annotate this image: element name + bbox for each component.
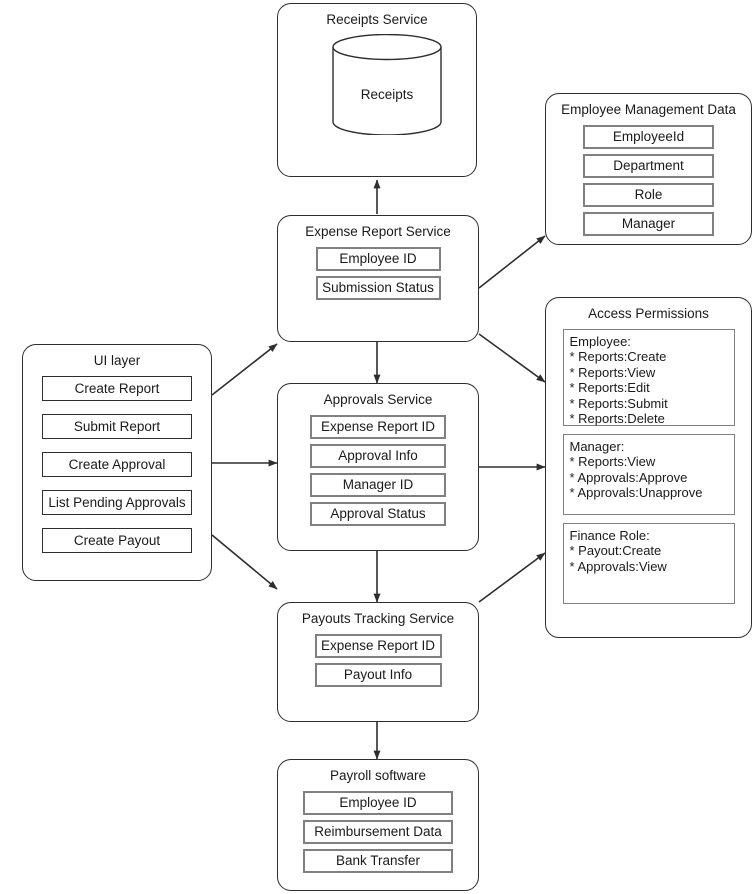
field-employee-id[interactable]: Employee ID xyxy=(315,246,441,271)
ui-layer-title: UI layer xyxy=(93,353,141,368)
employee-management-data-title: Employee Management Data xyxy=(561,102,736,117)
node-payouts-tracking-service[interactable]: Payouts Tracking Service Expense Report … xyxy=(277,602,479,722)
edge-payouts-to-access-permissions xyxy=(478,552,546,603)
field-manager-id[interactable]: Manager ID xyxy=(310,472,446,497)
node-payroll-software[interactable]: Payroll software Employee ID Reimburseme… xyxy=(277,759,479,891)
expense-report-service-fields: Employee ID Submission Status xyxy=(278,246,478,300)
payouts-tracking-service-title: Payouts Tracking Service xyxy=(301,611,455,626)
field-expense-report-id[interactable]: Expense Report ID xyxy=(314,633,442,658)
create-approval-button[interactable]: Create Approval xyxy=(42,451,192,477)
node-expense-report-service[interactable]: Expense Report Service Employee ID Submi… xyxy=(277,215,479,342)
create-payout-button[interactable]: Create Payout xyxy=(42,527,192,553)
field-approval-info[interactable]: Approval Info xyxy=(310,443,446,468)
create-report-button[interactable]: Create Report xyxy=(42,375,192,401)
permission-group-employee[interactable]: Employee: * Reports:Create * Reports:Vie… xyxy=(562,328,735,426)
field-employee-id[interactable]: Employee ID xyxy=(303,790,453,815)
field-payout-info[interactable]: Payout Info xyxy=(314,662,442,687)
receipts-database-icon: Receipts xyxy=(332,33,442,136)
edge-ui-layer-to-payouts xyxy=(211,534,278,590)
field-submission-status[interactable]: Submission Status xyxy=(315,275,441,300)
field-employee-id[interactable]: EmployeeId xyxy=(583,124,714,149)
field-manager[interactable]: Manager xyxy=(583,211,714,236)
node-employee-management-data[interactable]: Employee Management Data EmployeeId Depa… xyxy=(545,93,752,245)
approvals-service-title: Approvals Service xyxy=(323,392,433,407)
field-role[interactable]: Role xyxy=(583,182,714,207)
field-expense-report-id[interactable]: Expense Report ID xyxy=(310,414,446,439)
edge-ui-layer-to-expense-report xyxy=(211,343,278,396)
ui-layer-buttons: Create Report Submit Report Create Appro… xyxy=(23,375,211,553)
permission-group-finance-role[interactable]: Finance Role: * Payout:Create * Approval… xyxy=(562,522,735,604)
edge-expense-report-to-access-permissions xyxy=(478,333,546,383)
field-bank-transfer[interactable]: Bank Transfer xyxy=(303,848,453,873)
node-approvals-service[interactable]: Approvals Service Expense Report ID Appr… xyxy=(277,383,479,551)
field-department[interactable]: Department xyxy=(583,153,714,178)
node-ui-layer[interactable]: UI layer Create Report Submit Report Cre… xyxy=(22,344,212,581)
expense-report-service-title: Expense Report Service xyxy=(305,224,451,239)
receipts-database-label: Receipts xyxy=(360,87,414,102)
access-permissions-groups: Employee: * Reports:Create * Reports:Vie… xyxy=(546,328,751,604)
node-access-permissions[interactable]: Access Permissions Employee: * Reports:C… xyxy=(545,297,752,638)
edge-expense-report-to-employee-data xyxy=(478,235,546,289)
node-receipts-service[interactable]: Receipts Service Receipts xyxy=(277,3,477,177)
permission-group-manager[interactable]: Manager: * Reports:View * Approvals:Appr… xyxy=(562,433,735,515)
payouts-tracking-service-fields: Expense Report ID Payout Info xyxy=(278,633,478,687)
field-reimbursement-data[interactable]: Reimbursement Data xyxy=(303,819,453,844)
access-permissions-title: Access Permissions xyxy=(588,306,709,321)
payroll-software-fields: Employee ID Reimbursement Data Bank Tran… xyxy=(278,790,478,873)
field-approval-status[interactable]: Approval Status xyxy=(310,501,446,526)
employee-management-data-fields: EmployeeId Department Role Manager xyxy=(546,124,751,236)
list-pending-approvals-button[interactable]: List Pending Approvals xyxy=(42,489,192,515)
approvals-service-fields: Expense Report ID Approval Info Manager … xyxy=(278,414,478,526)
receipts-service-title: Receipts Service xyxy=(326,12,428,27)
submit-report-button[interactable]: Submit Report xyxy=(42,413,192,439)
payroll-software-title: Payroll software xyxy=(329,768,427,783)
